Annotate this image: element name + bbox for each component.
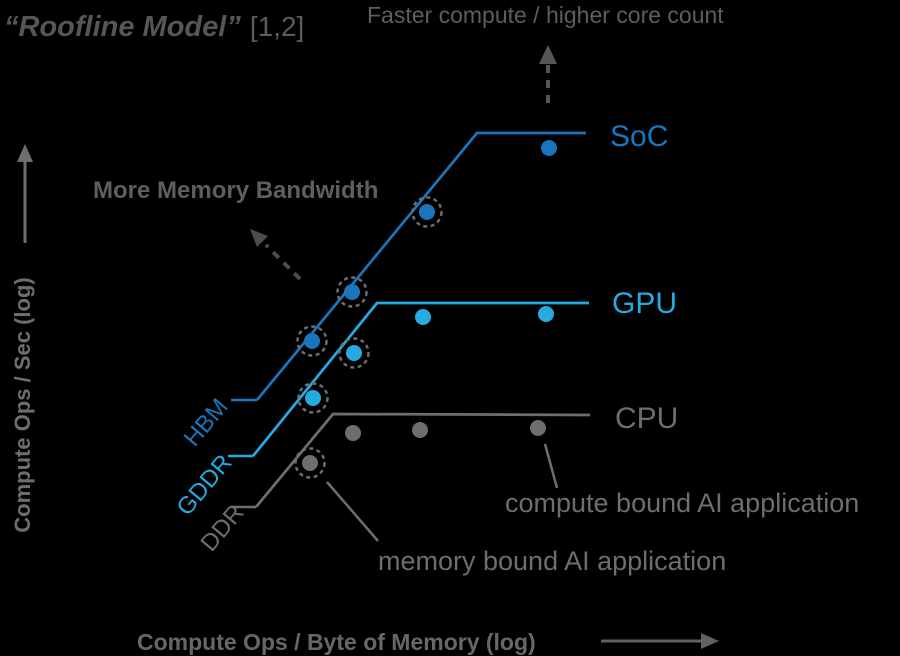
dot-ring-cpu-0: [294, 447, 326, 479]
circled-dot-gpu-1: [305, 390, 321, 406]
x-axis: Compute Ops / Byte of Memory (log): [137, 629, 719, 655]
roofline-line-gpu: [251, 301, 589, 457]
circled-dot-gpu-0: [346, 345, 362, 361]
dot-ring-soc-1: [336, 276, 368, 308]
roofline-line-cpu: [254, 412, 591, 508]
page-title: “Roofline Model” [1,2]: [4, 11, 304, 43]
circled-dot-cpu-0: [302, 455, 318, 471]
roofline-soc: SoC HBM: [179, 120, 669, 452]
dot-cpu-2: [530, 420, 546, 436]
y-axis-label: Compute Ops / Sec (log): [10, 277, 35, 532]
x-axis-arrowhead-icon: [701, 633, 719, 649]
roofline-label-soc: SoC: [610, 120, 668, 153]
dot-ring-gpu-0: [338, 337, 370, 369]
dot-cpu-0: [345, 425, 361, 441]
dot-gpu-1: [538, 306, 554, 322]
dot-soc-0: [541, 140, 557, 156]
compute-bound-label: compute bound AI application: [505, 488, 859, 518]
circled-dot-soc-2: [304, 333, 320, 349]
faster-compute-annotation: Faster compute / higher core count: [367, 2, 724, 28]
memory-bound-label: memory bound AI application: [378, 546, 726, 576]
roofline-label-gpu: GPU: [612, 287, 677, 320]
memory-bound-callout: memory bound AI application: [326, 481, 726, 576]
dot-ring-gpu-1: [297, 382, 329, 414]
up-dashed-arrow-icon: [539, 45, 557, 103]
dot-cpu-1: [412, 422, 428, 438]
circled-dot-soc-0: [419, 204, 435, 220]
title-reference: [1,2]: [250, 11, 304, 42]
roofline-line-soc: [255, 131, 586, 401]
memory-label-hbm: HBM: [179, 394, 234, 452]
memory-bound-callout-line: [326, 481, 379, 542]
more-bandwidth-annotation: More Memory Bandwidth: [93, 177, 378, 204]
y-axis-arrowhead-icon: [17, 144, 33, 162]
compute-bound-callout-line: [543, 443, 559, 489]
dot-ring-soc-0: [411, 196, 443, 228]
y-axis: Compute Ops / Sec (log): [10, 144, 35, 533]
x-axis-label: Compute Ops / Byte of Memory (log): [137, 629, 536, 655]
bandwidth-dashed-arrow-icon: [250, 229, 302, 281]
compute-bound-callout: compute bound AI application: [505, 443, 859, 518]
circled-dot-soc-1: [344, 284, 360, 300]
title-main: “Roofline Model”: [4, 11, 241, 43]
roofline-label-cpu: CPU: [615, 402, 678, 435]
dot-gpu-0: [415, 309, 431, 325]
dot-ring-soc-2: [296, 325, 328, 357]
